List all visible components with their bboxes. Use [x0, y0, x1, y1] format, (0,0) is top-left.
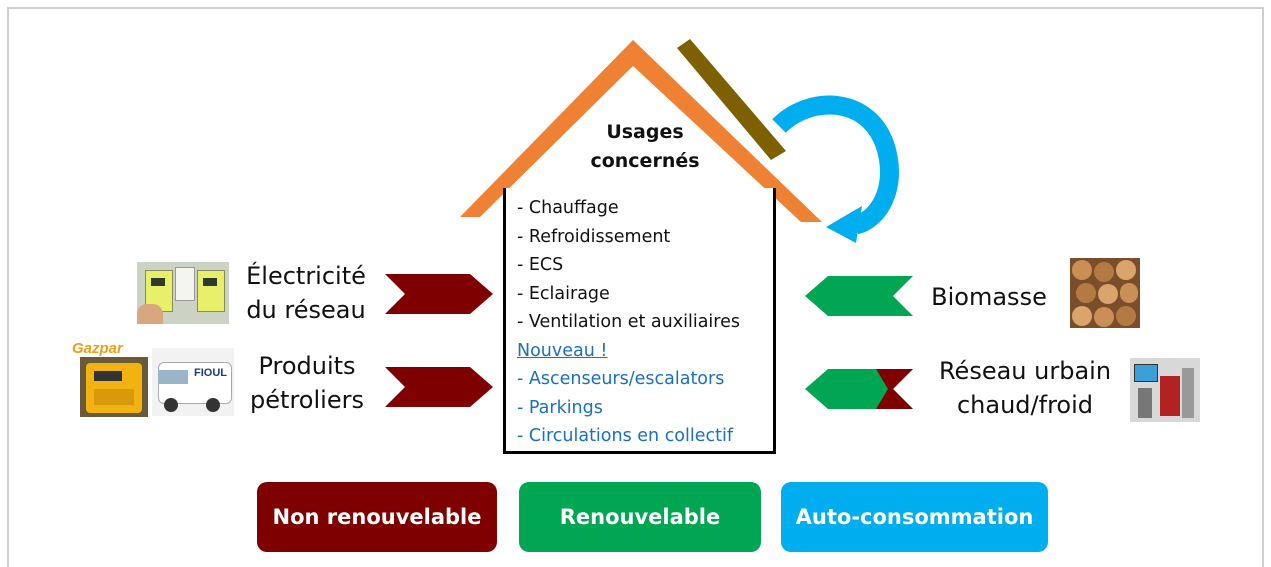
new-usage-item: - Ascenseurs/escalators [517, 369, 725, 389]
chevron-electricite [385, 274, 493, 314]
label-reseau-line1: Réseau urbain [938, 357, 1112, 385]
nouveau-link[interactable]: Nouveau ! [517, 340, 608, 361]
house-title-line2: concernés [590, 150, 700, 172]
label-petrole-line2: pétroliers [250, 386, 364, 414]
gazpar-logo-text: Gazpar [72, 340, 123, 356]
house-title-line1: Usages [606, 121, 684, 143]
usage-item: - Refroidissement [517, 226, 671, 247]
label-petrole: Produits pétroliers [242, 349, 372, 417]
legend-auto-consommation: Auto-consommation [781, 482, 1048, 552]
new-usage-item: - Parkings [517, 397, 603, 418]
chevron-reseau-urbain [805, 369, 913, 409]
new-usage-item: - Circulations en collectif [517, 426, 734, 446]
usage-item: - Eclairage [517, 283, 610, 304]
usage-item: - ECS [517, 255, 564, 275]
usages-list: - Chauffage - Refroidissement - ECS - Ec… [517, 194, 740, 451]
heat-network-image [1130, 358, 1200, 422]
label-biomasse: Biomasse [924, 280, 1054, 314]
label-reseau-urbain: Réseau urbain chaud/froid [930, 354, 1120, 422]
diagram-frame [7, 7, 1264, 567]
gazpar-logo: Gazpar [72, 338, 144, 356]
label-electricite: Électricité du réseau [236, 259, 376, 327]
solar-panel [677, 39, 786, 160]
chevron-petrole [385, 367, 493, 407]
legend-non-renouvelable: Non renouvelable [257, 482, 497, 552]
label-reseau-line2: chaud/froid [956, 391, 1094, 419]
auto-consumption-arrow [772, 95, 899, 235]
usage-item: - Chauffage [517, 198, 619, 218]
fioul-text: FIOUL [194, 366, 228, 380]
label-electricite-line2: du réseau [246, 296, 366, 324]
chevron-biomasse [805, 276, 913, 316]
firewood-image [1070, 258, 1140, 328]
gas-meter-image [80, 357, 148, 417]
label-electricite-line1: Électricité [246, 262, 366, 290]
electric-meter-image [137, 262, 229, 324]
legend-renouvelable: Renouvelable [519, 482, 761, 552]
label-biomasse-text: Biomasse [931, 283, 1047, 311]
fuel-truck-image: FIOUL [152, 348, 234, 416]
house-roof [460, 40, 822, 222]
usage-item: - Ventilation et auxiliaires [517, 312, 740, 332]
label-petrole-line1: Produits [258, 352, 356, 380]
auto-consumption-arrowhead [826, 206, 862, 243]
house-title: Usages concernés [560, 118, 730, 176]
house-walls [503, 188, 776, 454]
